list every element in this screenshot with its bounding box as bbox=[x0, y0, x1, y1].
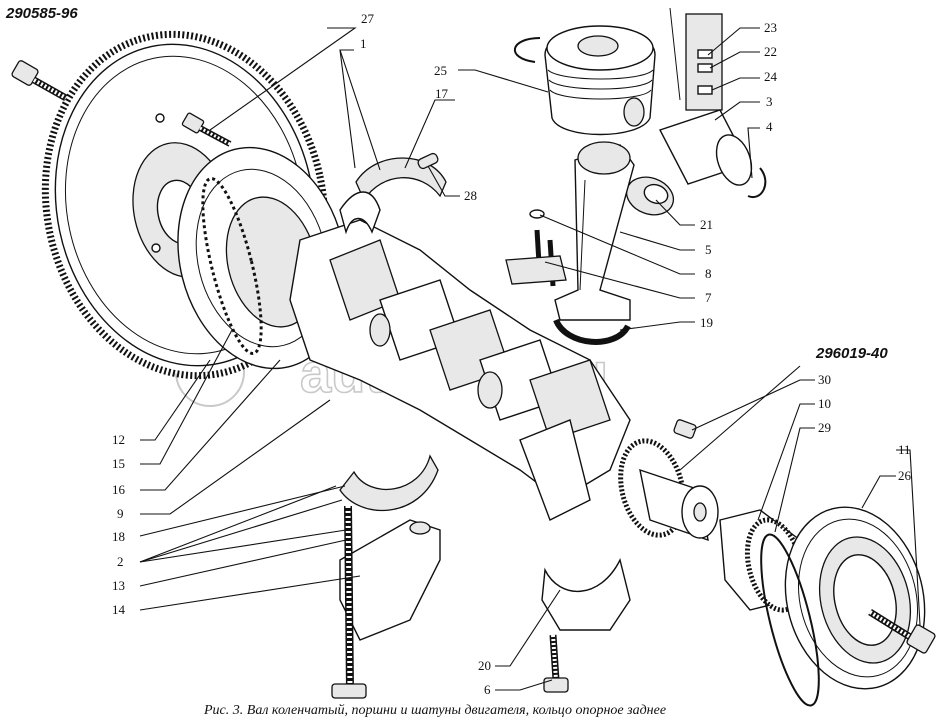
label-27: 27 bbox=[361, 11, 375, 26]
pulley bbox=[760, 506, 926, 707]
leader-lines bbox=[139, 27, 921, 691]
label-12: 12 bbox=[112, 432, 125, 447]
flywheel-bolt-left bbox=[11, 60, 68, 102]
rod-bearing bbox=[553, 318, 631, 345]
label-22: 22 bbox=[764, 44, 777, 59]
piston-ring-left bbox=[513, 37, 541, 63]
rod-bolts bbox=[505, 209, 567, 287]
dowel-pin bbox=[417, 152, 439, 170]
front-main-cap bbox=[541, 557, 631, 693]
label-24: 24 bbox=[764, 69, 778, 84]
piston-rings-section bbox=[669, 7, 723, 111]
label-16: 16 bbox=[112, 482, 126, 497]
label-23: 23 bbox=[764, 20, 777, 35]
label-20: 20 bbox=[478, 658, 491, 673]
label-2: 2 bbox=[117, 554, 124, 569]
pulley-bolt bbox=[868, 609, 936, 654]
piston bbox=[544, 25, 656, 136]
label-5: 5 bbox=[705, 242, 712, 257]
label-8: 8 bbox=[705, 266, 712, 281]
label-11: 11 bbox=[898, 442, 911, 457]
label-15: 15 bbox=[112, 456, 125, 471]
label-1: 1 bbox=[360, 36, 367, 51]
label-3: 3 bbox=[766, 94, 773, 109]
label-14: 14 bbox=[112, 602, 126, 617]
label-26: 26 bbox=[898, 468, 912, 483]
label-10: 10 bbox=[818, 396, 831, 411]
label-28: 28 bbox=[464, 188, 477, 203]
label-4: 4 bbox=[766, 119, 773, 134]
flywheel-bolt-27 bbox=[181, 112, 232, 147]
label-21: 21 bbox=[700, 217, 713, 232]
label-6: 6 bbox=[484, 682, 491, 697]
label-25: 25 bbox=[434, 63, 447, 78]
label-13: 13 bbox=[112, 578, 125, 593]
label-7: 7 bbox=[705, 290, 712, 305]
label-17: 17 bbox=[435, 86, 449, 101]
figure-caption: Рис. 3. Вал коленчатый, поршни и шатуны … bbox=[203, 703, 666, 718]
callout-numbers: 27 1 17 25 23 22 24 3 4 28 21 5 8 7 19 3… bbox=[112, 11, 912, 697]
crankshaft bbox=[289, 219, 631, 521]
label-9: 9 bbox=[117, 506, 124, 521]
main-cap bbox=[331, 505, 441, 699]
piston-pin bbox=[659, 109, 753, 186]
code-left: 290585-96 bbox=[5, 5, 78, 22]
label-19: 19 bbox=[700, 315, 713, 330]
piston-pin-circlip bbox=[747, 167, 767, 199]
label-30: 30 bbox=[818, 372, 831, 387]
label-29: 29 bbox=[818, 420, 831, 435]
connecting-rod bbox=[554, 141, 635, 321]
label-18: 18 bbox=[112, 529, 125, 544]
main-bearing-lower bbox=[339, 454, 439, 512]
code-right: 296019-40 bbox=[815, 345, 888, 362]
crank-front-end bbox=[618, 419, 719, 542]
